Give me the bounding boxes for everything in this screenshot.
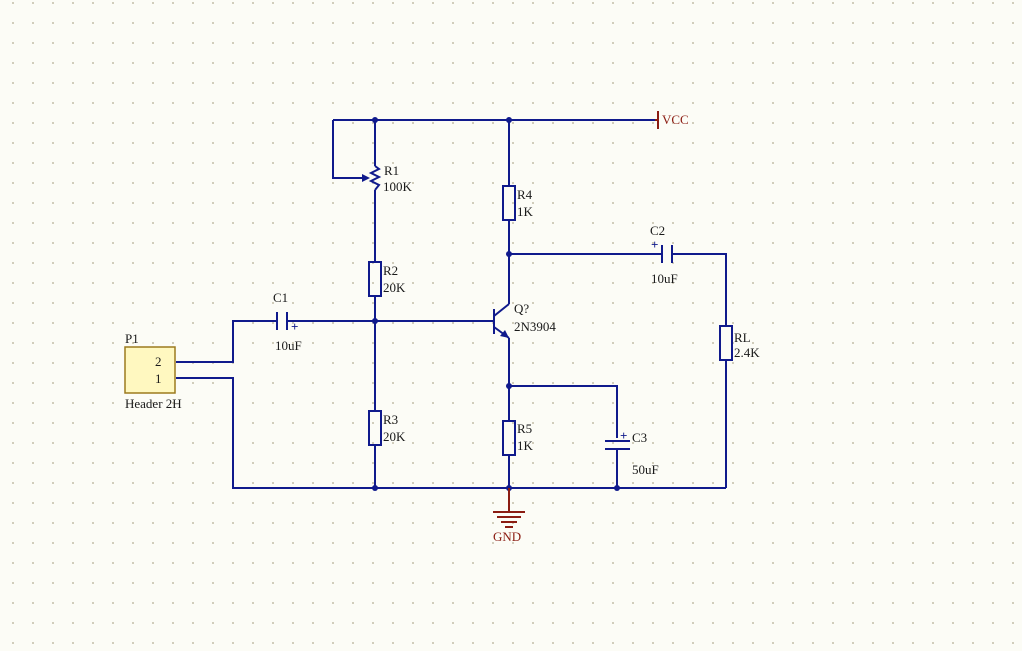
- rl-resistor[interactable]: RL 2.4K: [719, 325, 760, 361]
- r4-value: 1K: [517, 204, 534, 219]
- junction-dot: [506, 383, 512, 389]
- r1-designator: R1: [384, 163, 399, 178]
- p1-pin-label: 1: [155, 371, 162, 386]
- junction-dot: [372, 318, 378, 324]
- wire-r1-wiper[interactable]: [332, 120, 362, 179]
- r3-value: 20K: [383, 429, 406, 444]
- vcc-port[interactable]: VCC: [655, 111, 689, 129]
- r1-potentiometer[interactable]: R1 100K: [362, 163, 413, 194]
- rl-value: 2.4K: [734, 345, 760, 360]
- resistor-icon: [502, 185, 516, 221]
- q-designator: Q?: [514, 301, 529, 316]
- junction-dot: [506, 251, 512, 257]
- junction-dot: [372, 117, 378, 123]
- c3-capacitor[interactable]: + C3 50uF: [605, 428, 659, 477]
- wire-p1-pin2-c1[interactable]: [176, 320, 277, 363]
- wire-gnd-rail[interactable]: [176, 377, 726, 489]
- header-connector-icon: [124, 346, 176, 394]
- resistor-icon: [368, 261, 382, 297]
- c3-designator: C3: [632, 430, 647, 445]
- c1-polarity: +: [291, 319, 298, 334]
- c2-polarity: +: [651, 237, 658, 252]
- wires: [176, 119, 727, 489]
- c1-value: 10uF: [275, 338, 302, 353]
- q-transistor[interactable]: Q? 2N3904: [493, 294, 556, 339]
- r2-value: 20K: [383, 280, 406, 295]
- p1-pin-label: 2: [155, 354, 162, 369]
- npn-transistor-icon: [493, 294, 510, 339]
- r5-designator: R5: [517, 421, 532, 436]
- junction-dot: [372, 485, 378, 491]
- p1-header[interactable]: P1 2 1 Header 2H: [124, 331, 182, 411]
- ground-icon: [493, 511, 525, 528]
- wire-emitter-c3[interactable]: [509, 385, 618, 438]
- r3-designator: R3: [383, 412, 398, 427]
- wiper-arrow-icon: [362, 174, 370, 182]
- r2-designator: R2: [383, 263, 398, 278]
- rl-designator: RL: [734, 330, 751, 345]
- resistor-icon: [719, 325, 733, 361]
- c2-capacitor[interactable]: + C2 10uF: [650, 223, 678, 286]
- wire-c2-rl[interactable]: [672, 253, 727, 326]
- c3-value: 50uF: [632, 462, 659, 477]
- r5-value: 1K: [517, 438, 534, 453]
- r3-resistor[interactable]: R3 20K: [368, 410, 406, 446]
- gnd-label: GND: [493, 529, 521, 544]
- p1-designator: P1: [125, 331, 139, 346]
- vcc-label: VCC: [662, 112, 689, 127]
- r1-value: 100K: [383, 179, 413, 194]
- c2-value: 10uF: [651, 271, 678, 286]
- r4-resistor[interactable]: R4 1K: [502, 185, 534, 221]
- junctions: [372, 117, 620, 491]
- p1-value: Header 2H: [125, 396, 182, 411]
- c1-capacitor[interactable]: + C1 10uF: [273, 290, 302, 353]
- c3-polarity: +: [620, 428, 627, 443]
- c1-designator: C1: [273, 290, 288, 305]
- r5-resistor[interactable]: R5 1K: [502, 420, 534, 456]
- c2-designator: C2: [650, 223, 665, 238]
- q-value: 2N3904: [514, 319, 556, 334]
- resistor-icon: [368, 410, 382, 446]
- r4-designator: R4: [517, 187, 533, 202]
- gnd-port[interactable]: GND: [493, 488, 525, 544]
- resistor-icon: [502, 420, 516, 456]
- potentiometer-icon: [368, 165, 382, 191]
- junction-dot: [614, 485, 620, 491]
- r2-resistor[interactable]: R2 20K: [368, 261, 406, 297]
- junction-dot: [506, 117, 512, 123]
